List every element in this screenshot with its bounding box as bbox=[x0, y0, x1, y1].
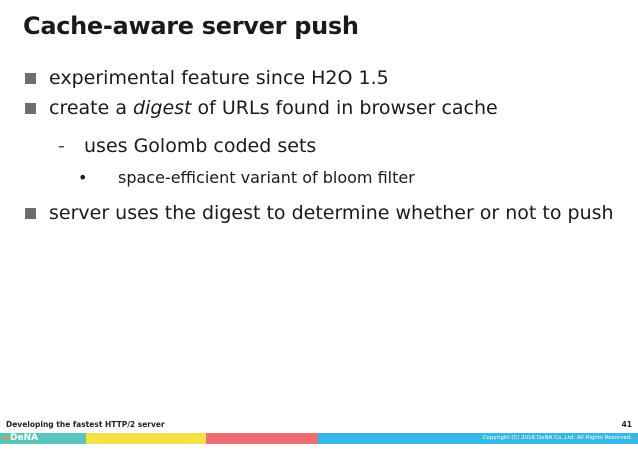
slide-title: Cache-aware server push bbox=[23, 12, 359, 40]
color-bar-segment bbox=[318, 433, 638, 444]
dash-marker: - bbox=[58, 135, 65, 157]
sub-sub-bullet-text: space-efficient variant of bloom filter bbox=[118, 168, 415, 187]
sub-sub-bullet-item: • space-efficient variant of bloom filter bbox=[76, 166, 415, 190]
color-bar-segment bbox=[0, 433, 86, 444]
copyright-notice: Copyright (C) 2016 DeNA Co.,Ltd. All Rig… bbox=[482, 435, 632, 441]
bullet-item: create a digest of URLs found in browser… bbox=[23, 95, 623, 122]
footer-color-bar bbox=[0, 433, 638, 444]
bullet-text: experimental feature since H2O 1.5 bbox=[49, 67, 389, 89]
bullet-item: experimental feature since H2O 1.5 bbox=[23, 65, 623, 92]
bullet-item: server uses the digest to determine whet… bbox=[23, 200, 623, 227]
page-number: 41 bbox=[621, 420, 632, 429]
bullet-text: server uses the digest to determine whet… bbox=[49, 202, 614, 224]
sub-bullet-item: -uses Golomb coded sets bbox=[58, 133, 316, 160]
color-bar-segment bbox=[206, 433, 318, 444]
bullet-text-emphasis: digest bbox=[133, 97, 192, 119]
dot-marker: • bbox=[78, 168, 88, 187]
color-bar-segment bbox=[86, 433, 206, 444]
sub-bullet-text: uses Golomb coded sets bbox=[84, 135, 317, 157]
presentation-title: Developing the fastest HTTP/2 server bbox=[6, 420, 165, 429]
bullet-text-pre: create a bbox=[49, 97, 134, 119]
square-bullet-icon bbox=[25, 208, 36, 219]
square-bullet-icon bbox=[25, 73, 36, 84]
square-bullet-icon bbox=[25, 103, 36, 114]
logo-text: DeNA bbox=[10, 433, 39, 443]
dena-logo: DeNA bbox=[4, 432, 38, 444]
bullet-text: create a digest of URLs found in browser… bbox=[49, 95, 623, 122]
bullet-text-post: of URLs found in browser cache bbox=[191, 97, 498, 119]
logo-dot-icon bbox=[4, 436, 8, 440]
